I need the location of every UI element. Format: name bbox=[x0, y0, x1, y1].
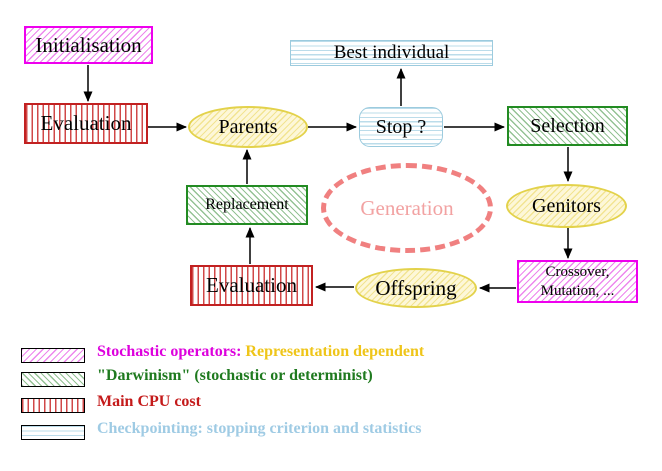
node-parents: Parents bbox=[188, 106, 308, 148]
legend-text-stochastic: Stochastic operators: bbox=[97, 343, 242, 360]
node-initialisation-label: Initialisation bbox=[35, 32, 142, 57]
legend-label-stochastic-operators: Stochastic operators: Representation dep… bbox=[97, 343, 424, 361]
node-initialisation: Initialisation bbox=[24, 26, 153, 64]
generation-label: Generation bbox=[360, 195, 454, 220]
node-selection-label: Selection bbox=[530, 114, 605, 137]
node-replacement-label: Replacement bbox=[205, 196, 289, 213]
node-genitors: Genitors bbox=[506, 184, 627, 228]
node-stop: Stop ? bbox=[359, 107, 443, 147]
legend-swatch-cpu-cost bbox=[21, 398, 85, 413]
legend-label-cpu-cost: Main CPU cost bbox=[97, 393, 201, 410]
node-evaluation-bottom-label: Evaluation bbox=[206, 273, 297, 297]
legend-label-checkpointing: Checkpointing: stopping criterion and st… bbox=[97, 420, 422, 437]
legend-text-representation: Representation dependent bbox=[245, 343, 425, 360]
node-evaluation-bottom: Evaluation bbox=[190, 265, 313, 306]
node-parents-label: Parents bbox=[218, 115, 278, 138]
node-stop-label: Stop ? bbox=[375, 115, 427, 138]
node-selection: Selection bbox=[507, 106, 628, 146]
node-evaluation-top: Evaluation bbox=[24, 103, 148, 144]
node-evaluation-top-label: Evaluation bbox=[40, 111, 132, 135]
node-best-individual: Best individual bbox=[290, 40, 493, 66]
node-offspring-label: Offspring bbox=[375, 275, 457, 300]
legend-swatch-darwinism bbox=[21, 372, 85, 387]
legend-swatch-stochastic-operators bbox=[21, 348, 85, 363]
generation-cycle-ellipse: Generation bbox=[321, 163, 493, 253]
node-offspring: Offspring bbox=[355, 268, 477, 308]
node-crossover-line1: Crossover, bbox=[545, 263, 610, 280]
node-genitors-label: Genitors bbox=[532, 194, 601, 217]
legend-swatch-checkpointing bbox=[21, 425, 85, 440]
node-crossover-mutation: Crossover, Mutation, ... bbox=[517, 260, 638, 303]
node-best-individual-label: Best individual bbox=[333, 42, 450, 63]
node-replacement: Replacement bbox=[186, 185, 308, 225]
node-crossover-line2: Mutation, ... bbox=[540, 282, 615, 299]
legend-label-darwinism: "Darwinism" (stochastic or determinist) bbox=[97, 367, 373, 384]
